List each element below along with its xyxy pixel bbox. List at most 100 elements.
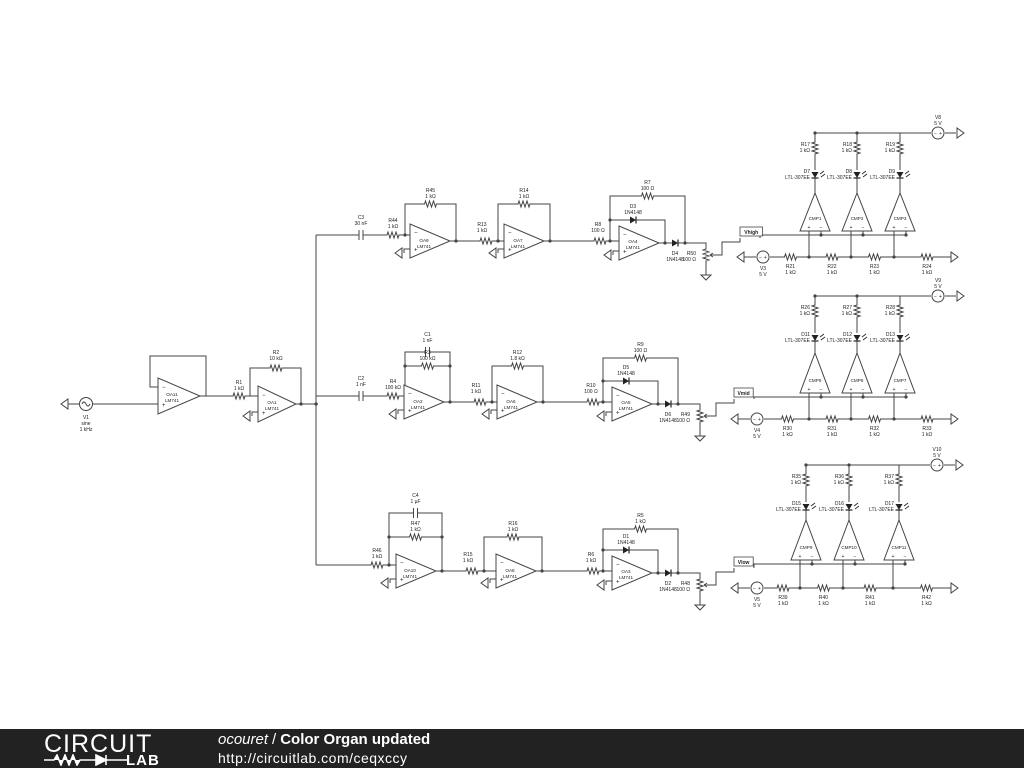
ch1-net-tag: Vhigh bbox=[739, 226, 763, 237]
ch2-amp-ground bbox=[481, 408, 490, 420]
ch1-pot-label-value: 100 Ω bbox=[683, 257, 697, 263]
ch3-ladder-r1-label-name: R40 bbox=[819, 595, 828, 601]
ch2-vsrc-label-name: V4 bbox=[754, 428, 760, 434]
ch2-led0 bbox=[811, 333, 826, 342]
ch1-vsrc-plus: + bbox=[764, 255, 767, 261]
ch2-filter-opamp-noninv-pin: + bbox=[408, 409, 412, 415]
ch1-supply-terminal bbox=[956, 127, 965, 139]
ch1-ladder-end-terminal-symbol bbox=[950, 251, 959, 263]
logo-resistor-diode-icon bbox=[44, 754, 128, 766]
ch2-filter-name: OA2 bbox=[413, 399, 423, 404]
ch1-ladder-end-terminal bbox=[950, 251, 959, 263]
author-link[interactable]: ocouret bbox=[218, 731, 269, 748]
ch2-rect-model: LM741 bbox=[619, 406, 633, 411]
ch3-net-tag-box bbox=[733, 556, 754, 567]
r2-resistor-symbol bbox=[268, 363, 284, 373]
junction-dot bbox=[608, 218, 612, 222]
ch2-vsrc: −+ bbox=[750, 412, 764, 426]
ch1-ladder-r1-symbol bbox=[824, 252, 840, 262]
ch2-cmp2-inv-pin: − bbox=[905, 387, 908, 393]
ch3-led2-symbol bbox=[895, 504, 903, 510]
ch1-d-fb bbox=[625, 216, 641, 224]
ch2-cmp1-name: CMP6 bbox=[851, 378, 864, 383]
ch1-rect-ground-symbol bbox=[603, 249, 612, 261]
ch2-amp-opamp: −+ bbox=[496, 384, 539, 420]
ch3-r-amp-fb-symbol bbox=[505, 532, 521, 542]
ch1-ladder-r2-label-name: R23 bbox=[870, 264, 879, 270]
ch2-led-r2-label-name: R28 bbox=[886, 305, 895, 311]
ch3-led0-light-rays bbox=[810, 502, 817, 510]
ch1-ladder-ground-symbol bbox=[736, 251, 745, 263]
ch1-led1-symbol bbox=[853, 172, 861, 178]
junction-dot bbox=[810, 562, 814, 566]
ch2-ladder-r2 bbox=[866, 414, 883, 424]
ch3-amp-opamp-noninv-pin: + bbox=[500, 578, 504, 584]
ch2-led2-label-value: LTL-307EE bbox=[870, 338, 896, 344]
ch1-pot-ground bbox=[699, 274, 713, 281]
ch2-rin-symbol bbox=[385, 391, 401, 401]
junction-dot bbox=[548, 239, 552, 243]
r2-resistor bbox=[268, 363, 284, 373]
oa1-opamp-noninv-pin: + bbox=[262, 411, 266, 417]
ch3-amp-ground-symbol bbox=[480, 577, 489, 589]
ch1-amp-opamp-inv-pin: − bbox=[508, 231, 512, 237]
ch3-r-rect-fb-symbol bbox=[632, 524, 649, 534]
junction-dot bbox=[819, 233, 823, 237]
ch3-r-amp-fb bbox=[505, 532, 521, 542]
ch3-pot-symbol bbox=[695, 577, 705, 593]
ch3-r-rect-fb-label-value: 1 kΩ bbox=[635, 519, 646, 525]
ch1-d-fb-symbol bbox=[630, 216, 636, 224]
r1-resistor bbox=[231, 391, 247, 401]
ch2-pot bbox=[695, 408, 705, 424]
wire bbox=[284, 367, 302, 404]
ch1-filter-opamp-triangle bbox=[409, 223, 452, 259]
ch1-led0 bbox=[811, 170, 826, 179]
wire bbox=[648, 528, 679, 573]
ch3-cmp1-noninv-pin: + bbox=[842, 554, 845, 560]
junction-dot bbox=[299, 402, 303, 406]
ch3-ladder-ground-symbol bbox=[730, 582, 739, 594]
ch3-led1-label-value: LTL-307EE bbox=[819, 507, 845, 513]
ch1-vsrc: −+ bbox=[756, 250, 770, 264]
ch3-led0-symbol bbox=[802, 504, 810, 510]
ch2-cmp2: +− bbox=[884, 351, 916, 394]
ch2-ladder-r3-symbol bbox=[919, 414, 935, 424]
ch1-net-tag-box bbox=[739, 226, 763, 237]
circuitlab-logo[interactable]: CIRCUIT LAB bbox=[44, 731, 174, 768]
ch3-led-r0 bbox=[801, 472, 811, 488]
ch3-ladder-r0-label-name: R39 bbox=[778, 595, 787, 601]
ch1-cap-symbol bbox=[354, 230, 368, 240]
ch2-d-out bbox=[660, 400, 676, 408]
ch2-ladder-r1-symbol bbox=[824, 414, 840, 424]
circuit-url-link[interactable]: http://circuitlab.com/ceqxccy bbox=[218, 750, 408, 766]
v1-type: sine bbox=[81, 421, 90, 427]
ch3-d-out bbox=[660, 569, 676, 577]
ch2-led-r2-label-value: 1 kΩ bbox=[885, 311, 896, 317]
input-ground-terminal bbox=[60, 398, 69, 410]
ch1-pot-label-name: R50 bbox=[687, 251, 696, 257]
ch3-d-out-label-name: D2 bbox=[665, 581, 672, 587]
ch1-led1-label-name: D8 bbox=[846, 169, 853, 175]
ch1-supply-plus: + bbox=[939, 131, 942, 137]
ch3-d-fb-label-value: 1N4148 bbox=[617, 540, 635, 546]
ch2-pot-ground-symbol bbox=[693, 435, 707, 442]
ch1-rect-opamp: −+ bbox=[618, 225, 661, 261]
ch1-ladder-r3-label-value: 1 kΩ bbox=[922, 270, 933, 276]
ch3-rin-label-name: R46 bbox=[372, 548, 381, 554]
ch2-led-r0-label-value: 1 kΩ bbox=[800, 311, 811, 317]
ch1-cmp2-inv-pin: − bbox=[905, 225, 908, 231]
ch2-vsrc-label-value: 5 V bbox=[753, 434, 761, 440]
ch2-r-amp-in-label-value: 1 kΩ bbox=[471, 389, 482, 395]
ch2-led1-light-rays bbox=[861, 333, 868, 341]
ch1-led-r1 bbox=[852, 140, 862, 156]
ch3-d-out-symbol bbox=[665, 569, 671, 577]
ch1-amp-name: OA7 bbox=[513, 238, 523, 243]
ch3-led2-label-name: D17 bbox=[885, 501, 894, 507]
wire bbox=[403, 248, 410, 253]
ch2-rect-ground bbox=[596, 410, 605, 422]
ch2-led-r1-label-name: R27 bbox=[843, 305, 852, 311]
junction-dot bbox=[540, 569, 544, 573]
ch3-r-amp-fb-label-name: R16 bbox=[508, 521, 517, 527]
ch1-filter-ground bbox=[394, 247, 403, 259]
